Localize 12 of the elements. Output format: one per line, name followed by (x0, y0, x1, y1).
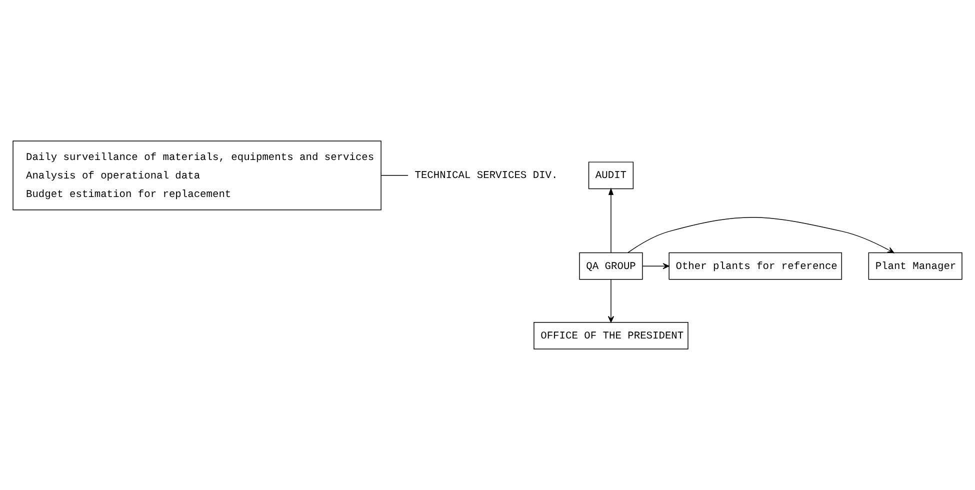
node-box: AUDIT (588, 162, 634, 190)
arrow (642, 263, 670, 270)
arrow (608, 188, 614, 253)
node-box: QA GROUP (579, 252, 643, 280)
node-box: Other plants for reference (668, 252, 842, 280)
node-box: Daily surveillance of materials, equipments and services Analysis of operational data Budget estimation for replacement (12, 140, 382, 210)
connector (380, 175, 408, 176)
node-box: OFFICE OF THE PRESIDENT (534, 322, 688, 350)
node-text: TECHNICAL SERVICES DIV. (414, 170, 558, 182)
arrow (628, 216, 894, 254)
arrow (608, 279, 614, 323)
node-box: Plant Manager (868, 252, 962, 280)
